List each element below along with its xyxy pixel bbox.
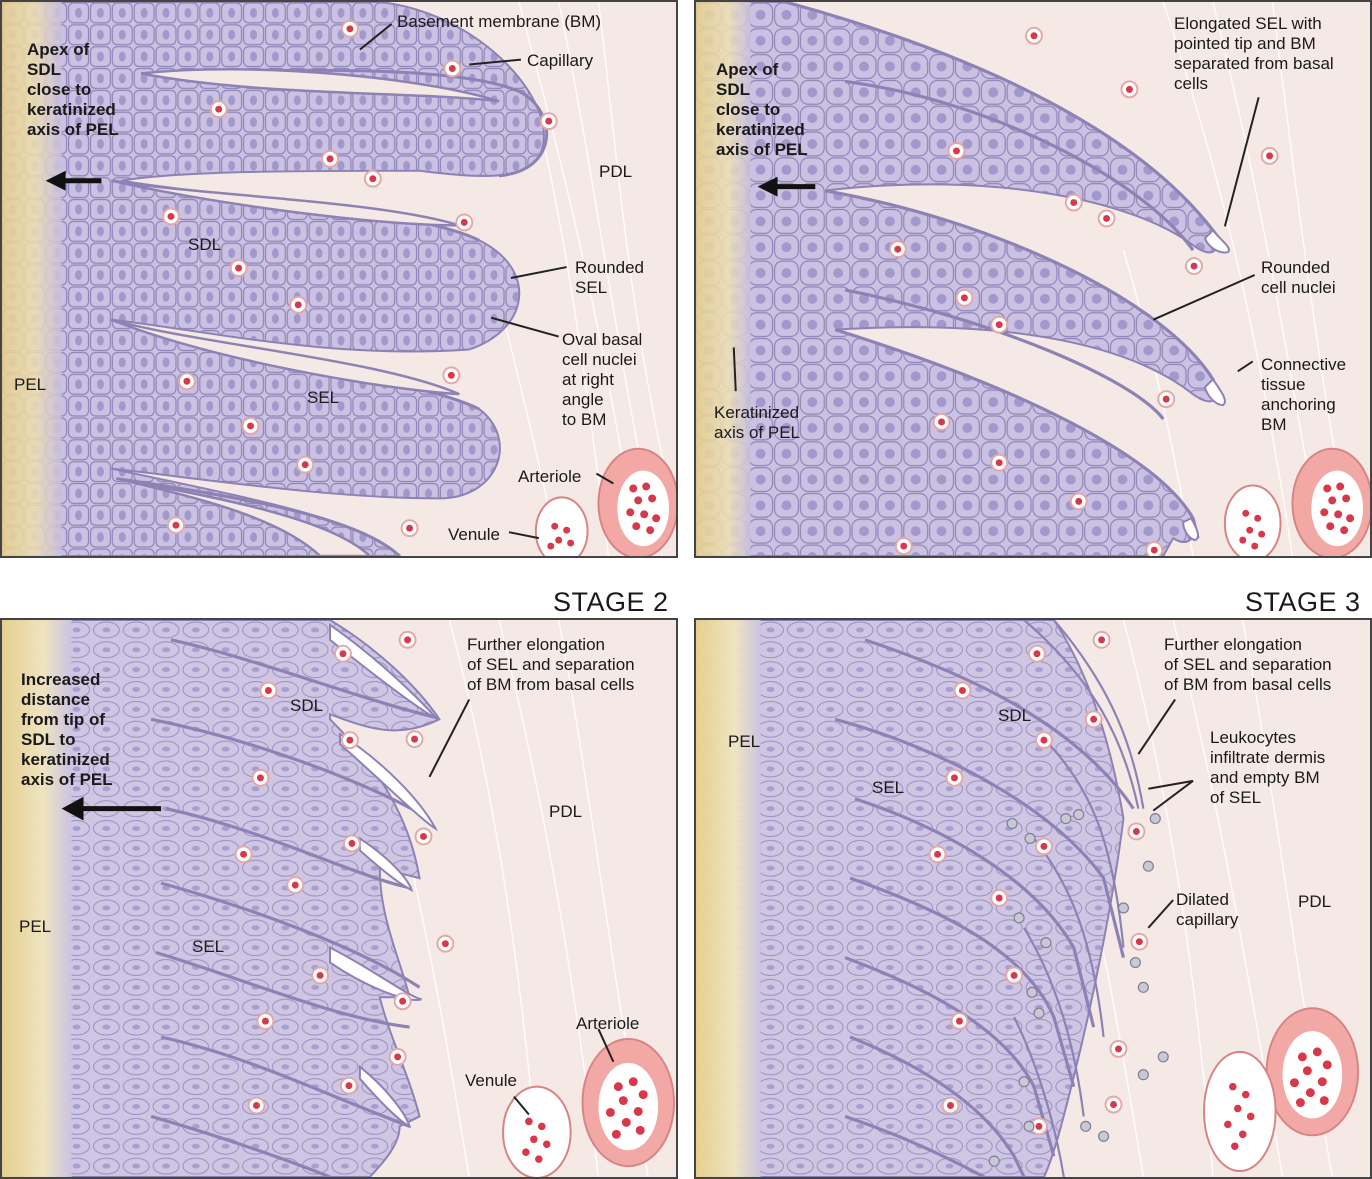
leukocytes-label: Leukocytes infiltrate dermis and empty B… [1210, 728, 1326, 807]
venule-label: Venule [465, 1071, 517, 1090]
stage2-heading: STAGE 2 [553, 587, 669, 617]
arteriole-vessel [597, 447, 676, 556]
increased-distance-label: Increased distance from tip of SDL to ke… [21, 670, 113, 789]
venule-vessel [1202, 1050, 1277, 1173]
further-elongation-label: Further elongation of SEL and separation… [1164, 635, 1332, 694]
venule-vessel [502, 1085, 572, 1177]
dilated-capillary-label: Dilated capillary [1176, 890, 1239, 929]
pel-label: PEL [14, 375, 47, 394]
apex-label: Apex of SDL close to keratinized axis of… [27, 40, 119, 139]
elongated-sel-label: Elongated SEL with pointed tip and BM se… [1174, 14, 1334, 93]
sel-label: SEL [192, 937, 225, 956]
keratinized-axis-label: Keratinized axis of PEL [714, 403, 800, 442]
arteriole-label: Arteriole [518, 467, 582, 486]
sel-label: SEL [307, 388, 340, 407]
pel-label: PEL [19, 917, 52, 936]
venule-vessel [534, 496, 589, 556]
bm-label: Basement membrane (BM) [397, 12, 602, 31]
venule-label: Venule [448, 525, 500, 544]
pdl-label: PDL [599, 162, 633, 181]
apex-label: Apex of SDL close to keratinized axis of… [716, 60, 808, 159]
panel-stage2: Increased distance from tip of SDL to ke… [0, 618, 678, 1179]
sel-label: SEL [872, 778, 905, 797]
rounded-sel-label: Rounded SEL [575, 258, 645, 297]
lamellae-illustration [696, 620, 1370, 1177]
connective-tissue-label: Connective tissue anchoring BM [1261, 355, 1347, 434]
pdl-label: PDL [1298, 892, 1332, 911]
panel-stage3: Further elongation of SEL and separation… [694, 618, 1372, 1179]
pdl-label: PDL [549, 802, 583, 821]
arteriole-vessel [581, 1037, 676, 1168]
sdl-label: SDL [998, 706, 1032, 725]
panel-stage1: Apex of SDL close to keratinized axis of… [694, 0, 1372, 558]
capillary-label: Capillary [527, 51, 594, 70]
venule-vessel [1223, 484, 1282, 556]
further-elongation-label: Further elongation of SEL and separation… [467, 635, 635, 694]
lamellae-illustration [2, 2, 676, 556]
arteriole-vessel [1265, 1007, 1360, 1137]
pel-label: PEL [728, 732, 761, 751]
leukocytes [988, 809, 1169, 1167]
stage3-heading: STAGE 3 [1245, 587, 1361, 617]
lamellae-illustration [696, 2, 1370, 556]
arteriole-vessel [1291, 447, 1370, 556]
lamellae-illustration [2, 620, 676, 1177]
panel-normal: Apex of SDL close to keratinized axis of… [0, 0, 678, 558]
arteriole-label: Arteriole [576, 1014, 640, 1033]
oval-nuclei-label: Oval basal cell nuclei at right angle to… [562, 330, 643, 429]
sdl-label: SDL [290, 696, 324, 715]
rounded-nuclei-label: Rounded cell nuclei [1261, 258, 1336, 297]
sdl-label: SDL [188, 235, 222, 254]
